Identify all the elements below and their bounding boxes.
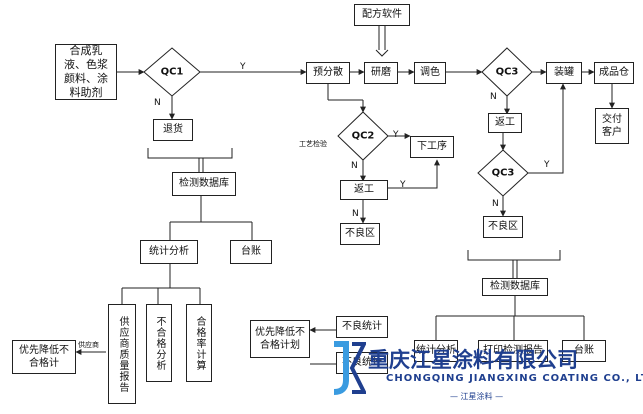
company-name-en: CHONGQING JIANGXING COATING CO., LTD. <box>386 373 643 384</box>
pass-rate-calc-box: 合格率计算 <box>186 304 212 382</box>
print-report-box: 打印检测报告 <box>478 340 548 362</box>
company-name-cn: 重庆江星涂料有限公司 <box>368 347 578 372</box>
inspection-db-right-box: 检测数据库 <box>482 278 548 296</box>
color-mixing-box: 调色 <box>414 62 446 84</box>
qc1-yes-label: Y <box>240 62 246 72</box>
raw-materials-box: 合成乳液、色浆颜料、涂料助剂 <box>55 44 117 100</box>
supplier-tag-label: 供应商 <box>78 341 99 349</box>
process-inspection-label: 工艺检验 <box>299 140 327 148</box>
qc3-mid-no-label: N <box>492 199 499 209</box>
defect-stats-box: 不良统计 <box>336 316 388 338</box>
company-tagline: — 江星涂料 — <box>450 392 504 401</box>
next-process-box: 下工序 <box>410 136 454 158</box>
qc3-mid-label: QC3 <box>491 167 515 179</box>
defect-zone-mid-box: 不良区 <box>340 223 380 245</box>
rework-right-box: 返工 <box>488 113 522 133</box>
rework-yes-label: Y <box>400 180 406 190</box>
qc1-no-label: N <box>154 98 161 108</box>
priority-reduce-left-box: 优先降低不合格计 <box>12 340 76 374</box>
stat-analysis-left-box: 统计分析 <box>140 240 198 264</box>
deliver-customer-box: 交付客户 <box>595 108 629 144</box>
priority-reduce-right-box: 优先降低不合格计划 <box>250 320 310 358</box>
qc3-top-label: QC3 <box>495 66 519 78</box>
inspection-db-left-box: 检测数据库 <box>172 172 236 196</box>
return-goods-box: 退货 <box>153 119 193 141</box>
defect-zone-right-box: 不良区 <box>483 216 523 238</box>
pre-disperse-box: 预分散 <box>306 62 350 84</box>
qc3-no-label: N <box>490 92 497 102</box>
company-logo-mark <box>333 341 366 395</box>
defect-no-label: N <box>352 209 359 219</box>
packing-box: 装罐 <box>546 62 582 84</box>
nonconformity-analysis-box: 不合格分析 <box>146 304 172 382</box>
qc2-label: QC2 <box>351 130 375 142</box>
qc2-yes-label: Y <box>393 130 399 140</box>
qc2-no-label: N <box>351 161 358 171</box>
qc3-mid-yes-label: Y <box>544 160 550 170</box>
qc1-label: QC1 <box>160 66 184 78</box>
ledger-right-box: 台账 <box>562 340 606 362</box>
formula-software-box: 配方软件 <box>354 4 410 26</box>
stat-analysis-right-box: 统计分析 <box>414 340 458 362</box>
rework-mid-box: 返工 <box>340 180 388 200</box>
grinding-box: 研磨 <box>364 62 398 84</box>
supplier-quality-report-box: 供应商质量报告 <box>108 304 136 404</box>
ledger-left-box: 台账 <box>230 240 272 264</box>
warehouse-box: 成品仓 <box>594 62 634 84</box>
